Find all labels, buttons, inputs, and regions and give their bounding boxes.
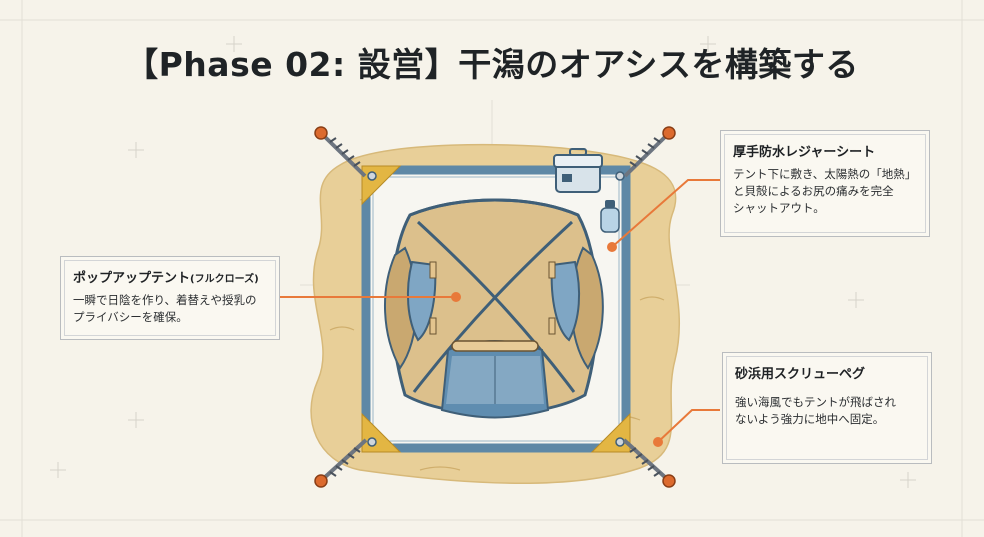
- callout-sheet-line: テント下に敷き、太陽熱の「地熱」: [733, 167, 917, 181]
- callout-sheet: 厚手防水レジャーシート テント下に敷き、太陽熱の「地熱」 と貝殻によるお尻の痛み…: [720, 130, 930, 237]
- callout-sheet-heading: 厚手防水レジャーシート: [733, 145, 876, 160]
- page-title: 【Phase 02: 設営】干潟のオアシスを構築する: [125, 45, 859, 84]
- callout-sheet-line: と貝殻によるお尻の痛みを完全: [733, 184, 894, 198]
- callout-peg-line: ないよう強力に地中へ固定。: [735, 412, 885, 426]
- callout-sheet-line: シャットアウト。: [733, 201, 825, 215]
- callout-tent-line: 一瞬で日陰を作り、着替えや授乳の: [73, 293, 257, 307]
- callout-peg-line: 強い海風でもテントが飛ばされ: [735, 395, 896, 409]
- callout-tent-heading: ポップアップテント(フルクローズ): [73, 267, 267, 286]
- water-bottle-icon: [600, 200, 620, 233]
- peg-bottom-left: [314, 438, 368, 488]
- leader-dot-tent: [451, 292, 461, 302]
- peg-top-left: [314, 126, 367, 178]
- callout-tent-body: 一瞬で日陰を作り、着替えや授乳の プライバシーを確保。: [73, 292, 267, 326]
- peg-bottom-right: [622, 438, 676, 488]
- callout-peg-body: 強い海風でもテントが飛ばされ ないよう強力に地中へ固定。: [735, 394, 919, 428]
- callout-peg-heading: 砂浜用スクリューペグ: [735, 367, 866, 382]
- leader-dot-peg: [653, 437, 663, 447]
- callout-tent-line: プライバシーを確保。: [73, 310, 188, 324]
- screw-peg-icon: [314, 126, 676, 488]
- leader-line-sheet: [611, 179, 720, 248]
- callout-tent: ポップアップテント(フルクローズ) 一瞬で日陰を作り、着替えや授乳の プライバシ…: [60, 256, 280, 340]
- callout-sheet-body: テント下に敷き、太陽熱の「地熱」 と貝殻によるお尻の痛みを完全 シャットアウト。: [733, 166, 917, 217]
- callout-peg: 砂浜用スクリューペグ 強い海風でもテントが飛ばされ ないよう強力に地中へ固定。: [722, 352, 932, 464]
- callout-tent-heading-main: ポップアップテント: [73, 271, 191, 286]
- callout-tent-heading-sub: (フルクローズ): [190, 274, 259, 285]
- tent-icon: [383, 198, 604, 419]
- cooler-icon: [553, 148, 603, 193]
- leader-line-peg: [657, 409, 720, 443]
- leader-dot-sheet: [607, 242, 617, 252]
- peg-top-right: [623, 126, 676, 178]
